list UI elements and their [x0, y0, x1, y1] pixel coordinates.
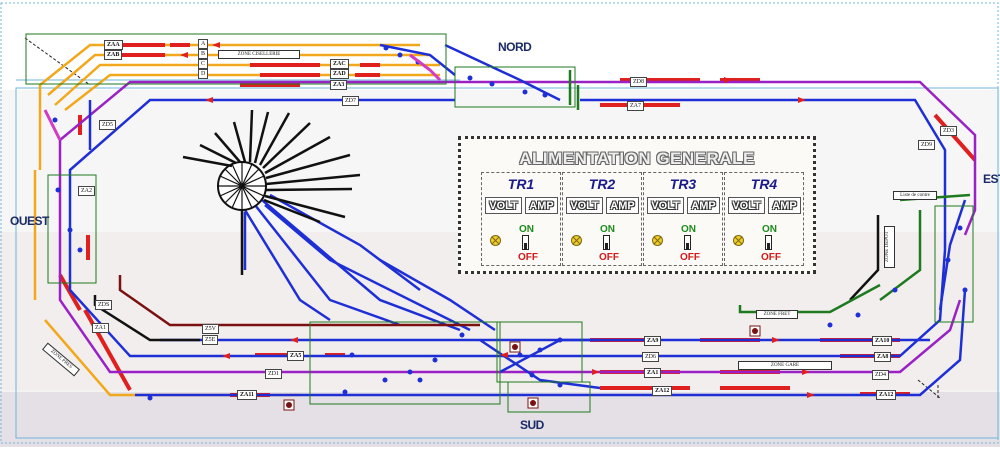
tr1-power-switch[interactable] [522, 235, 529, 250]
panel-title: ALIMENTATION GENERALE [519, 149, 755, 168]
liste-de-contre: Liste de contre [893, 191, 937, 200]
tr1-amp-meter: AMP [525, 197, 558, 214]
zone-gare: ZONE GARE [738, 361, 832, 370]
tr2-volt-meter: VOLT [566, 197, 603, 214]
label-za7: ZA7 [627, 101, 644, 111]
tr3-off-label: OFF [680, 252, 700, 263]
tr3-amp-meter: AMP [687, 197, 720, 214]
label-zd1: ZD1 [265, 369, 282, 379]
inner-frame [15, 87, 999, 439]
label-c: C [198, 59, 209, 69]
tr1-on-label: ON [519, 224, 534, 235]
tr1-lamp-icon [490, 235, 501, 246]
label-zd7: ZD7 [342, 96, 359, 106]
tr4-off-label: OFF [761, 252, 781, 263]
signal-icons [283, 325, 761, 411]
label-z5e: Z5E [202, 335, 219, 345]
tr2-on-label: ON [600, 224, 615, 235]
label-zab: ZAB [104, 50, 123, 60]
orange-tracks [33, 43, 440, 397]
label-za10: ZA10 [872, 336, 893, 346]
label-za1: ZA1 [92, 323, 109, 333]
tr1-name: TR1 [507, 176, 535, 192]
tr4-volt-meter: VOLT [728, 197, 765, 214]
tr3-power-switch[interactable] [684, 235, 691, 250]
tr1-off-label: OFF [518, 252, 538, 263]
label-za2: ZA2 [78, 186, 95, 196]
section-boxes [25, 33, 974, 413]
tr1-volt-meter: VOLT [485, 197, 522, 214]
transformer-tr2: TR2 VOLT AMP ON OFF [562, 172, 642, 266]
tr4-amp-meter: AMP [768, 197, 801, 214]
tr3-on-label: ON [681, 224, 696, 235]
label-a: A [198, 39, 209, 49]
label-zd8: ZD8 [630, 77, 647, 87]
label-zd5: ZD5 [99, 120, 116, 130]
label-za12b: ZA12 [652, 386, 673, 396]
blue-loop [68, 43, 967, 397]
turntable [182, 109, 361, 275]
label-zds: ZDS [95, 300, 113, 310]
tr2-name: TR2 [588, 176, 616, 192]
label-za1b: ZA1 [644, 368, 662, 378]
label-za9: ZA9 [644, 336, 662, 346]
label-zd4: ZD4 [872, 370, 889, 380]
region-sud: SUD [520, 418, 544, 432]
region-nord: NORD [498, 40, 532, 54]
label-zaa: ZAA [104, 40, 123, 50]
label-z5v: Z5V [202, 324, 219, 334]
tr3-lamp-icon [652, 235, 663, 246]
label-za3: ZA3 [330, 80, 348, 90]
transformer-tr4: TR4 VOLT AMP ON OFF [724, 172, 804, 266]
tr2-off-label: OFF [599, 252, 619, 263]
label-za8: ZA8 [874, 352, 892, 362]
region-ouest: OUEST [10, 214, 49, 228]
magenta-switches [43, 53, 442, 141]
tr2-power-switch[interactable] [603, 235, 610, 250]
turntable-lead-tracks [243, 193, 496, 332]
tr4-on-label: ON [762, 224, 777, 235]
label-zac: ZAC [330, 59, 349, 69]
tr3-volt-meter: VOLT [647, 197, 684, 214]
tr4-name: TR4 [750, 176, 778, 192]
label-zad: ZAD [330, 69, 349, 79]
region-est: EST [983, 172, 1000, 186]
label-za12: ZA12 [876, 390, 897, 400]
zone-depot: ZONE DEPOT [884, 226, 895, 268]
label-za11: ZA11 [237, 390, 258, 400]
tr3-name: TR3 [669, 176, 697, 192]
tr2-lamp-icon [571, 235, 582, 246]
label-zd9: ZD9 [918, 140, 935, 150]
label-zd3: ZD3 [940, 126, 957, 136]
power-panel: ALIMENTATION GENERALE TR1 VOLT AMP ON OF… [458, 136, 816, 274]
direction-arrows [180, 42, 815, 398]
tr4-lamp-icon [733, 235, 744, 246]
transformer-tr1: TR1 VOLT AMP ON OFF [481, 172, 561, 266]
tr4-power-switch[interactable] [765, 235, 772, 250]
label-za5: ZA5 [287, 351, 305, 361]
switch-markers [52, 45, 968, 401]
zone-cisellerie: ZONE CISELLERIE [218, 50, 300, 59]
label-d: D [198, 69, 209, 79]
label-b: B [198, 49, 209, 59]
tr2-amp-meter: AMP [606, 197, 639, 214]
transformer-tr3: TR3 VOLT AMP ON OFF [643, 172, 723, 266]
zone-fret: ZONE FRET [756, 310, 798, 319]
label-zd6: ZD6 [642, 352, 659, 362]
